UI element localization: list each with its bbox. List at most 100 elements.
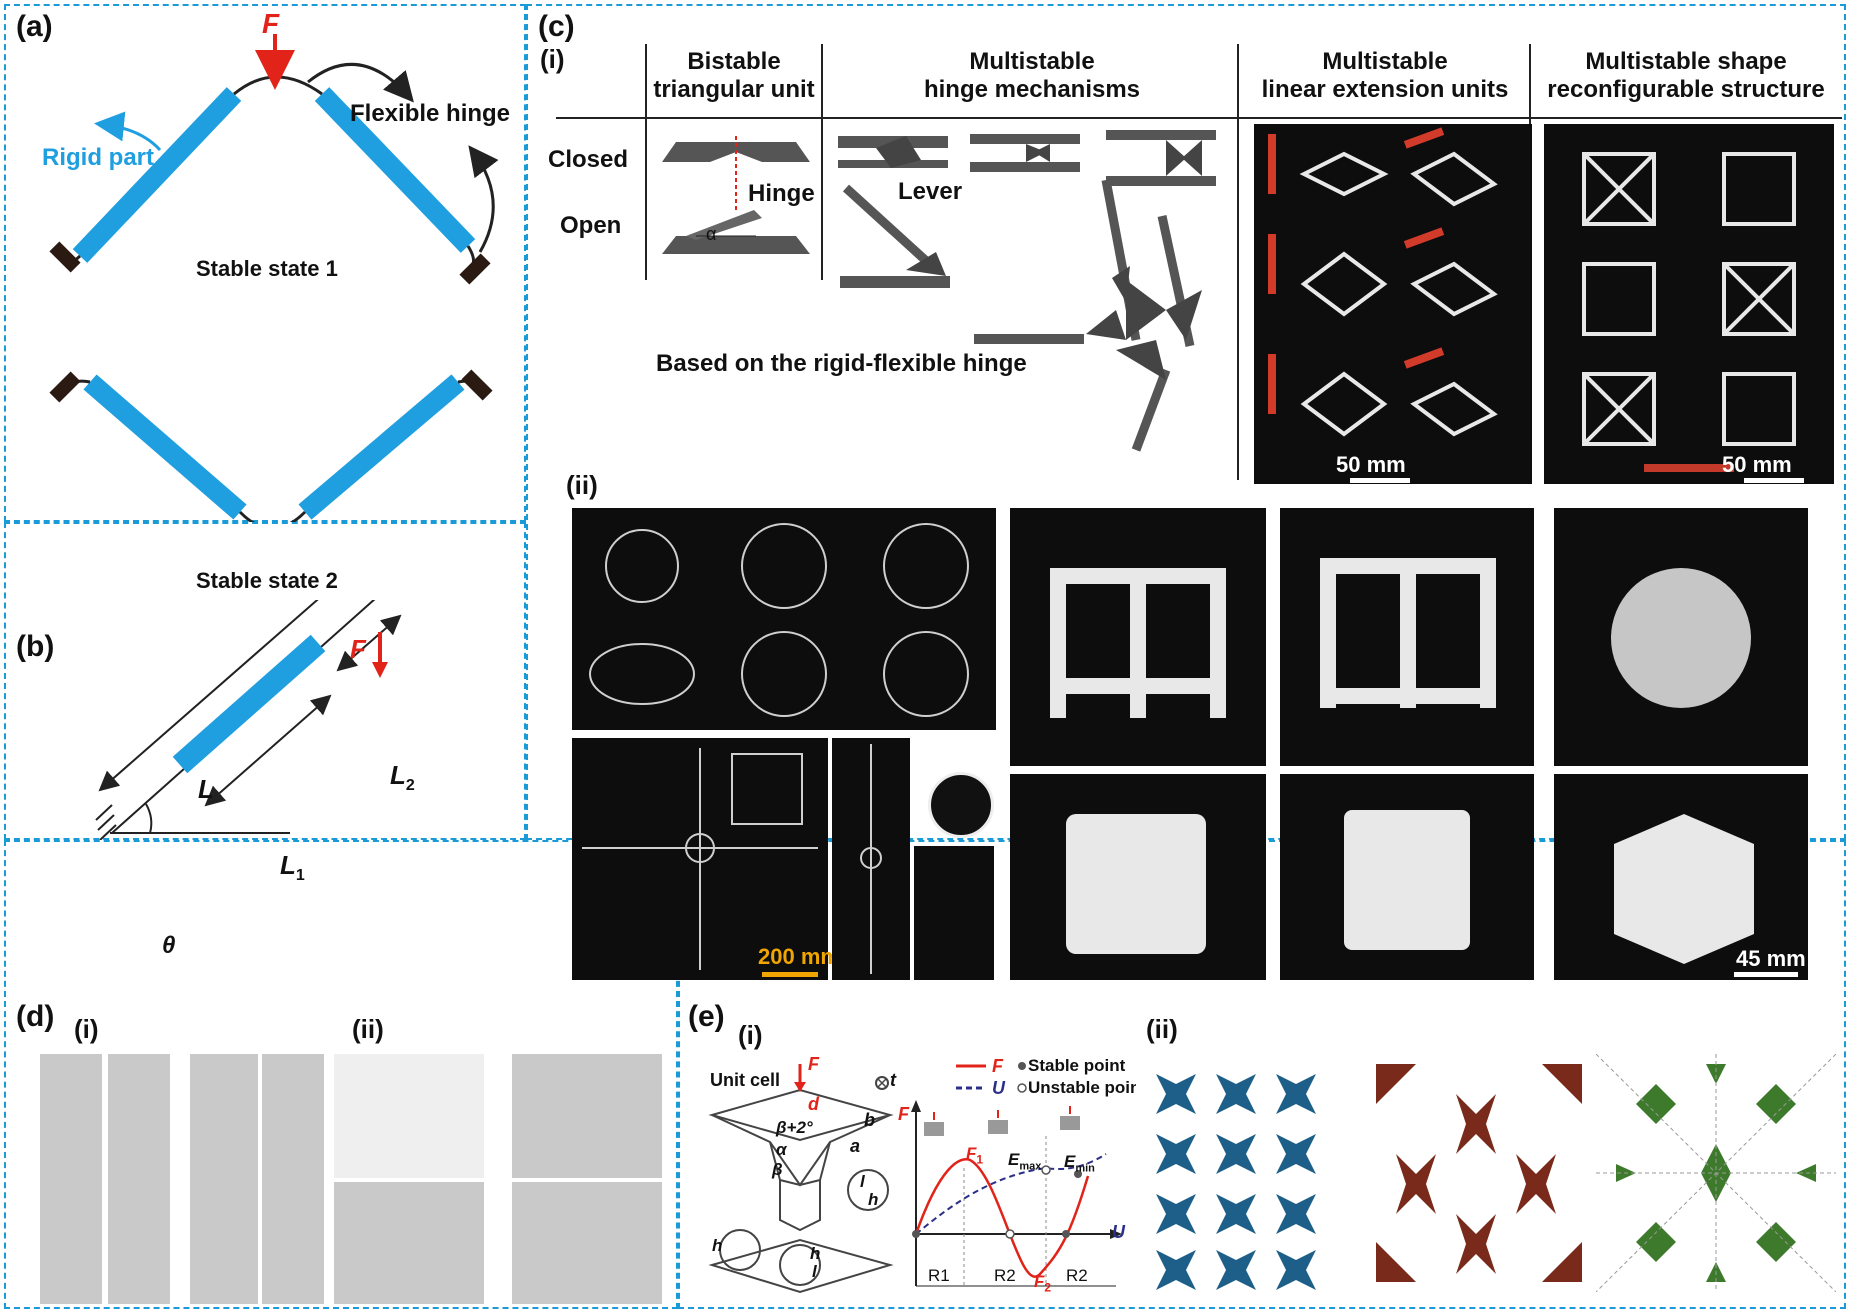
L1-main: L: [280, 850, 296, 880]
3d-structure-photo-1: [1010, 508, 1266, 766]
F2-sub: 2: [1044, 1280, 1052, 1295]
L-label: L: [198, 774, 214, 804]
3d-structure-2-illustration: [1320, 558, 1496, 708]
linear-extension-photo: [1254, 124, 1532, 484]
panel-c-ii-label: (ii): [566, 470, 598, 500]
force-label-b: F: [350, 634, 366, 664]
legend-F-label: F: [992, 1056, 1003, 1076]
header-reconf-line2: reconfigurable structure: [1547, 76, 1825, 103]
legend-U-label: U: [992, 1078, 1005, 1098]
panel-b-diagram: [95, 600, 402, 840]
Emax-main: E: [1008, 1150, 1020, 1169]
beta-label: β: [772, 1160, 783, 1179]
linear-extension-illustration: [1268, 127, 1498, 437]
unstable-point-label: Unstable point: [1028, 1078, 1147, 1097]
triangle-flat-photo: [334, 1054, 484, 1178]
folded-pattern-photo: [914, 846, 994, 980]
scale-bar-50mm-2: [1744, 478, 1804, 483]
header-reconfigurable: Multistable shape reconfigurable structu…: [1530, 48, 1842, 104]
scale-label-50mm-2: 50 mm: [1722, 452, 1792, 477]
flat-patterns-photo: [572, 508, 996, 730]
pattern-blue: [1136, 1054, 1362, 1292]
axis-U-label: U: [1112, 1222, 1125, 1242]
panel-a-diagram: [49, 34, 499, 522]
zoom-inset: [928, 772, 994, 838]
gripper-photo-2: [108, 1054, 170, 1304]
region-R2-label-1: R2: [994, 1266, 1016, 1285]
hinge-label: Hinge: [748, 180, 815, 207]
triangle-3d-photo: [334, 1182, 484, 1304]
b-dimension-label: b: [864, 1110, 875, 1130]
panel-e-i-label: (i): [738, 1020, 763, 1050]
header-linear-line2: linear extension units: [1261, 76, 1509, 103]
header-bistable-line2: triangular unit: [653, 76, 815, 103]
panel-b-label: (b): [16, 630, 55, 663]
Emin-sub: min: [1075, 1162, 1095, 1175]
panel-e-ii-label: (ii): [1146, 1014, 1178, 1044]
a-dimension-label: a: [850, 1136, 861, 1156]
Emin-label: Emin: [1064, 1152, 1095, 1174]
F2-label: F2: [1034, 1272, 1051, 1294]
3d-structure-3-illustration: [1611, 568, 1751, 708]
row-open-label: Open: [560, 212, 622, 239]
panel-a-border: [4, 4, 526, 522]
F2-main: F: [1034, 1272, 1045, 1291]
large-flat-pattern-illustration: [582, 748, 818, 970]
thickness-label: t: [890, 1070, 896, 1090]
force-label-e: F: [808, 1054, 819, 1074]
force-displacement-plot: [911, 1062, 1122, 1287]
L1-label: L1: [280, 850, 305, 885]
3d-structure-4-illustration: [1066, 814, 1206, 954]
linear-pattern-illustration: [860, 744, 882, 974]
panel-b-border: [4, 522, 526, 840]
l-label-1: l: [860, 1172, 865, 1191]
linear-pattern-photo: [832, 738, 910, 980]
Emax-sub: max: [1019, 1160, 1042, 1173]
L1-sub: 1: [295, 867, 305, 885]
header-hinge-mechanisms: Multistable hinge mechanisms: [832, 48, 1232, 104]
3d-structure-1-illustration: [1050, 568, 1226, 718]
header-linear-extension: Multistable linear extension units: [1240, 48, 1530, 104]
Emax-label: Emax: [1008, 1150, 1041, 1172]
unit-cell-diagram: [708, 1064, 894, 1294]
alpha-label-c: α: [706, 224, 717, 244]
pattern-green: [1596, 1054, 1836, 1292]
force-label-a: F: [262, 8, 280, 39]
L2-sub: 2: [405, 777, 415, 795]
theta-label: θ: [162, 932, 176, 959]
force-arrow-b: [372, 632, 388, 678]
header-hinge-line2: hinge mechanisms: [923, 76, 1141, 103]
header-linear-line1: Multistable: [1322, 48, 1448, 75]
scale-label-200mm: 200 mm: [758, 944, 840, 969]
3d-structure-photo-6: [1554, 774, 1808, 980]
unit-cell-label: Unit cell: [710, 1070, 781, 1090]
hexagon-flat-photo: [512, 1054, 662, 1178]
alpha-label-e: α: [776, 1140, 787, 1159]
gripper-photo-1: [40, 1054, 102, 1304]
panel-d-i-label: (i): [74, 1014, 99, 1044]
panel-d-ii-label: (ii): [352, 1014, 384, 1044]
panel-a-label: (a): [16, 10, 53, 43]
header-reconf-line1: Multistable shape: [1585, 48, 1787, 75]
axis-F-label: F: [898, 1104, 909, 1124]
stable-point-label: Stable point: [1028, 1056, 1126, 1075]
reconfigurable-structure-photo: [1544, 124, 1834, 484]
h-label-2: h: [712, 1236, 723, 1255]
hexagon-3d-photo: [512, 1182, 662, 1304]
h-label-3: h: [810, 1244, 821, 1263]
lever-label: Lever: [898, 178, 963, 205]
large-flat-pattern-photo: [572, 738, 828, 980]
3d-structure-photo-3: [1554, 508, 1808, 766]
pattern-brown: [1366, 1054, 1592, 1292]
panel-c-label: (c): [538, 10, 575, 43]
panel-c-i-label: (i): [540, 44, 565, 74]
based-on-label: Based on the rigid-flexible hinge: [656, 350, 1027, 377]
header-hinge-line1: Multistable: [969, 48, 1095, 75]
scale-label-45mm: 45 mm: [1736, 946, 1806, 971]
l-label-2: l: [812, 1262, 817, 1281]
3d-structure-photo-2: [1280, 508, 1534, 766]
panel-e-label: (e): [688, 1000, 725, 1033]
scale-bar-50mm-1: [1350, 478, 1410, 483]
beta-plus-label: β+2°: [776, 1118, 813, 1137]
scale-bar-45mm: [1734, 972, 1798, 977]
